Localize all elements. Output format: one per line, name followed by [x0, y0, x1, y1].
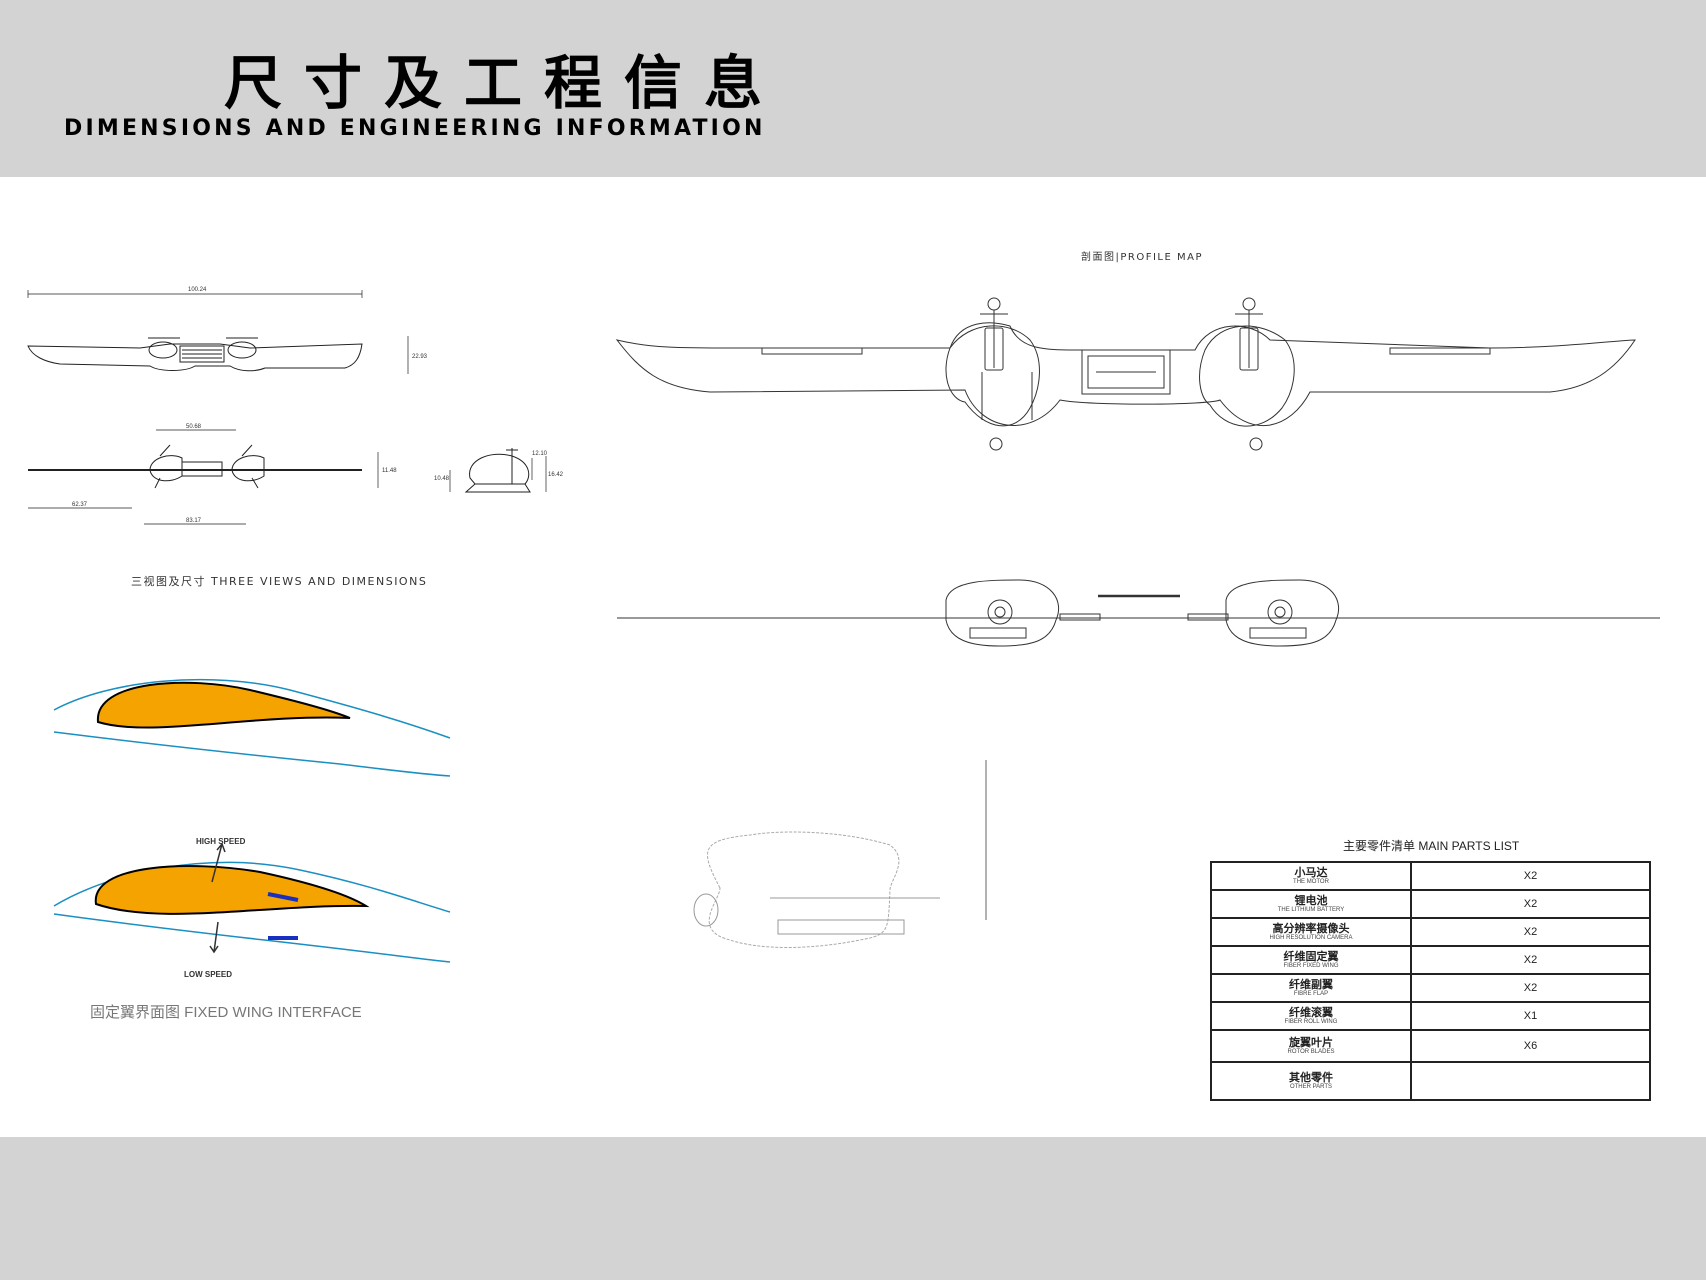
part-name-cn: 旋翼叶片 [1289, 1036, 1333, 1049]
header-band [0, 0, 1706, 177]
fixed-wing-caption: 固定翼界面图 FIXED WING INTERFACE [90, 1004, 362, 1021]
part-name-en: ROTOR BLADES [1287, 1048, 1335, 1055]
parts-list-title: 主要零件清单 MAIN PARTS LIST [1343, 839, 1520, 853]
part-name-en: THE LITHIUM BATTERY [1277, 906, 1345, 913]
part-quantity [1410, 1061, 1651, 1101]
part-name-cn: 纤维副翼 [1289, 978, 1333, 991]
part-name-en: FIBER ROLL WING [1284, 1018, 1338, 1025]
profile-map-caption: 剖面图|PROFILE MAP [1081, 252, 1203, 263]
part-name-cn: 高分辨率摄像头 [1272, 922, 1350, 935]
part-name-cn: 其他零件 [1289, 1071, 1333, 1084]
low-speed-label: LOW SPEED [184, 970, 232, 979]
part-name-cn: 纤维固定翼 [1283, 950, 1339, 963]
dim-label: 11.48 [382, 468, 397, 474]
part-name-en: FIBER FIXED WING [1283, 962, 1339, 969]
three-views-drawing: 100.24 22.93 50.68 11.48 62.37 83.17 12.… [27, 287, 564, 525]
fixed-wing-interface-drawing: HIGH SPEED LOW SPEED [53, 678, 451, 979]
footer-band [0, 1137, 1706, 1280]
part-quantity: X1 [1410, 1001, 1651, 1031]
page-title-en: DIMENSIONS AND ENGINEERING INFORMATION [64, 116, 766, 141]
part-name-en: HIGH RESOLUTION CAMERA [1269, 934, 1353, 941]
high-speed-label: HIGH SPEED [196, 837, 246, 846]
three-views-caption: 三视图及尺寸 THREE VIEWS AND DIMENSIONS [131, 575, 428, 588]
part-name-cn: 纤维滚翼 [1289, 1006, 1333, 1019]
dim-label: 22.93 [412, 354, 428, 360]
part-quantity: X2 [1410, 889, 1651, 919]
part-quantity: X2 [1410, 917, 1651, 947]
page-title-cn: 尺寸及工程信息 [224, 49, 785, 117]
part-quantity: X6 [1410, 1029, 1651, 1063]
part-name-en: THE MOTOR [1293, 878, 1329, 885]
dim-label: 12.10 [532, 451, 548, 457]
part-name-en: FIBRE FLAP [1293, 990, 1329, 997]
part-quantity: X2 [1410, 945, 1651, 975]
part-name-en: OTHER PARTS [1289, 1083, 1333, 1090]
part-quantity: X2 [1410, 861, 1651, 891]
dim-label: 62.37 [72, 502, 88, 508]
dim-label: 16.42 [548, 472, 564, 478]
part-name-cn: 锂电池 [1294, 894, 1328, 907]
dim-label: 10.48 [434, 476, 450, 482]
dim-label: 83.17 [186, 518, 202, 524]
profile-map-drawing [615, 297, 1660, 948]
dim-label: 50.68 [186, 424, 202, 430]
part-quantity: X2 [1410, 973, 1651, 1003]
dim-label: 100.24 [188, 287, 207, 293]
part-name-cn: 小马达 [1294, 866, 1328, 879]
